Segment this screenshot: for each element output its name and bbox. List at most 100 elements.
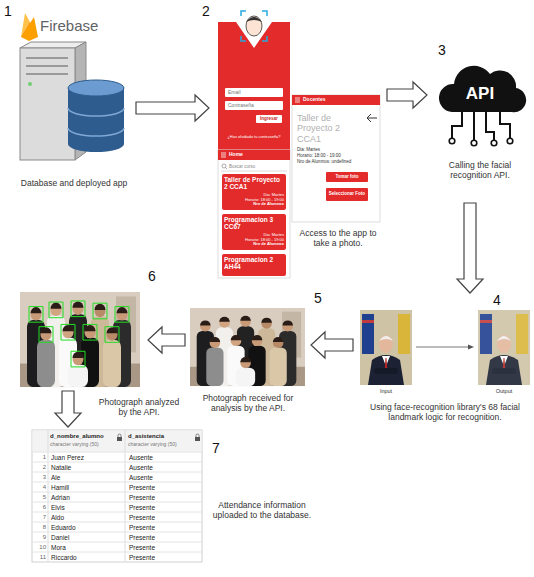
app-header <box>218 150 290 160</box>
table-cell: Natalie <box>51 464 123 471</box>
circuit-node <box>471 140 477 146</box>
table-rule <box>32 542 202 543</box>
lock-icon <box>118 434 121 437</box>
action-button <box>326 172 368 182</box>
table-cell: Aldo <box>51 514 123 521</box>
callout-number: 1 <box>4 3 18 19</box>
flow-arrow <box>55 391 81 427</box>
row-number: 2 <box>34 464 46 471</box>
table-cell: Juan Perez <box>51 454 123 461</box>
table-cell: Ale <box>51 474 123 481</box>
menu-icon <box>295 98 300 102</box>
circuit-line <box>452 112 462 138</box>
table-cell: Eduardo <box>51 524 123 531</box>
card-detail: Nro de Alumnos <box>226 202 284 207</box>
table-rule <box>32 522 202 523</box>
screen-title: Docentes <box>303 97 353 103</box>
course-title: Taller de Proyecto 2 CCA1 <box>297 113 363 144</box>
row-number: 5 <box>34 494 46 501</box>
table-rule <box>32 452 202 453</box>
callout-number: 5 <box>314 290 328 306</box>
card-detail: Nro de Alumnos <box>226 242 284 247</box>
table-rule <box>32 532 202 533</box>
column-header: d_asistencia <box>128 433 188 440</box>
row-number: 4 <box>34 484 46 491</box>
login-screen <box>218 22 290 150</box>
api-cloud <box>439 66 526 112</box>
table-cell: Presente <box>129 514 199 521</box>
search-icon <box>222 164 226 168</box>
server-tower <box>20 48 75 160</box>
table-cell: Presente <box>129 504 199 511</box>
circuit-node <box>507 138 513 144</box>
face-box <box>49 302 63 318</box>
api-text: API <box>445 84 515 104</box>
server-slot <box>26 65 68 67</box>
search-underline <box>221 171 287 172</box>
callout-number: 2 <box>202 3 216 19</box>
analyzed-photo <box>20 292 140 387</box>
column-type: character varying (50) <box>128 442 194 448</box>
course-card <box>222 214 286 250</box>
input-field <box>225 101 283 110</box>
callout-number: 4 <box>493 292 507 308</box>
flow-arrow <box>387 82 427 108</box>
step-panel: Calling the facial recognition API. <box>430 55 530 200</box>
group-photo <box>20 292 140 387</box>
table-rule <box>32 512 202 513</box>
face-box <box>39 327 53 343</box>
column-type: character varying (50) <box>50 442 122 448</box>
login-button <box>256 115 282 123</box>
step-panel: Using face-recognition library's 68 faci… <box>356 296 532 436</box>
lock-icon <box>196 434 199 437</box>
callout-number: 3 <box>438 42 452 58</box>
app-header <box>292 95 380 105</box>
link-text: ¿Has olvidado tu contraseña? <box>220 135 288 140</box>
table-frame <box>32 430 202 562</box>
face-icon <box>246 16 262 36</box>
row-number: 3 <box>34 474 46 481</box>
step-caption: Access to the app to take a photo. <box>296 228 380 248</box>
card-title: Taller de Proyecto 2 CCA1 <box>224 176 284 191</box>
course-screen <box>292 95 380 222</box>
flow-arrow <box>136 95 209 121</box>
circuit-line <box>500 112 510 138</box>
group-photo <box>190 308 305 386</box>
received-photo <box>190 308 305 386</box>
face-box <box>105 327 119 343</box>
callout-number: 7 <box>212 440 226 456</box>
logo-text: Firebase <box>40 17 115 34</box>
circuit-node <box>491 140 497 146</box>
course-detail: Horario: 18:00 - 19:00 <box>297 153 377 158</box>
row-number: 9 <box>34 534 46 541</box>
table-rule <box>32 462 202 463</box>
row-number: 1 <box>34 454 46 461</box>
input-photo <box>360 310 412 385</box>
card-title: Programacion 2 AH44 <box>224 256 284 271</box>
scan-frame <box>241 11 267 41</box>
database-band <box>68 108 124 116</box>
lock-icon <box>117 437 122 441</box>
face-box <box>93 303 107 319</box>
table-cell: Presente <box>129 544 199 551</box>
table-cell: Riccardo <box>51 554 123 561</box>
step-caption: Photograph received for analysis by the … <box>192 393 304 413</box>
table-cell: Hamill <box>51 484 123 491</box>
menu-icon <box>221 153 226 157</box>
home-screen <box>218 150 290 278</box>
card-title: Programacion 3 CC67 <box>224 216 284 231</box>
action-button <box>326 188 368 201</box>
input-field <box>225 88 283 97</box>
face-box <box>29 307 43 323</box>
course-detail: Dia: Martes <box>297 147 377 152</box>
field-placeholder: Email <box>228 90 278 96</box>
back-arrow <box>367 114 377 122</box>
step-caption: Using face-recognition library's 68 faci… <box>360 402 530 422</box>
face-box <box>61 324 75 340</box>
face-box <box>115 307 129 323</box>
face-icon <box>246 17 262 22</box>
step-caption: Attendance information uploaded to the d… <box>208 500 316 520</box>
table-cell: Ausente <box>129 474 199 481</box>
